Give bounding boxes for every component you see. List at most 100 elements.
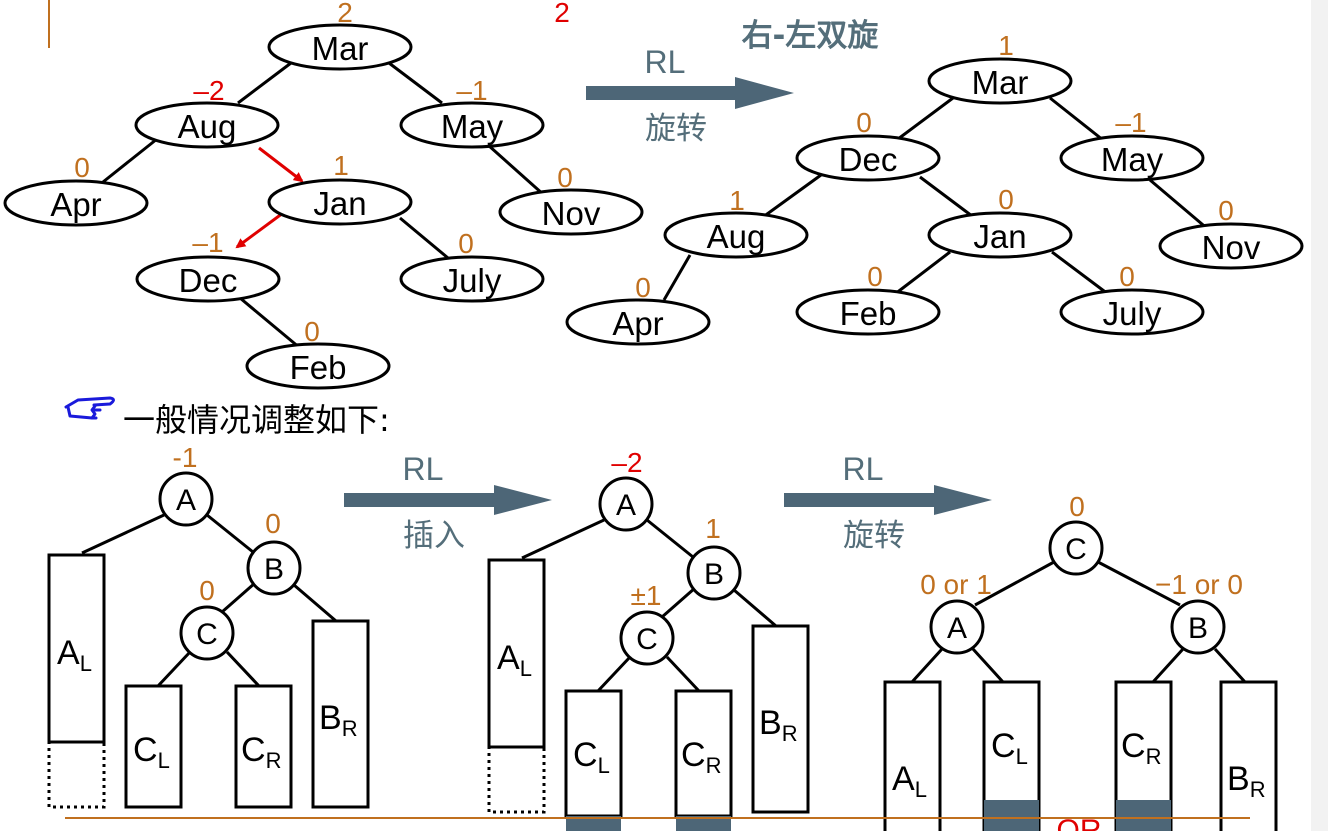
balance-july: 0 (1119, 261, 1135, 292)
edge-c-a (974, 560, 1055, 607)
subtree-br-box (1219, 680, 1278, 831)
big-arrow-shape (344, 485, 552, 515)
subtree-label-al: AL (892, 760, 927, 802)
edge-b-br (1213, 647, 1247, 684)
edge-c-cr (665, 655, 701, 693)
edge-dec-jan (919, 175, 973, 218)
node-feb (245, 342, 391, 390)
edge-mar-aug (237, 61, 292, 105)
page-edge-strip (1311, 0, 1328, 831)
node-label-b: B (704, 558, 724, 591)
balance-dec: 0 (856, 107, 872, 138)
subtree-label-cr: CR (1121, 727, 1161, 769)
general-heading-text: 一般情况调整如下: (123, 401, 390, 439)
node-c (179, 605, 235, 661)
balance-jan: 1 (333, 150, 349, 181)
edge-jan-july (399, 216, 449, 260)
arrow-caption-insert: 插入 (403, 518, 465, 554)
subtree-label-al: AL (57, 634, 92, 676)
node-jan (927, 211, 1073, 259)
subtree-cl-box (124, 684, 183, 809)
node-label-jan: Jan (973, 218, 1026, 255)
subtree-br-box (751, 624, 810, 814)
subtree-label-cr: CR (241, 731, 281, 773)
node-b (246, 540, 302, 596)
balance-mar: 2 (337, 0, 353, 28)
arrow-label-rl: RL (403, 451, 444, 487)
subtree-label-cl: CL (573, 736, 610, 778)
edge-c-cl (596, 655, 632, 693)
node-label-nov: Nov (1202, 229, 1261, 266)
edge-a-cl (971, 647, 1005, 684)
node-mar (927, 57, 1073, 105)
balance-july: 0 (458, 228, 474, 259)
node-aug (663, 211, 809, 259)
edge-a-b (646, 518, 694, 559)
or-label: OR (1057, 814, 1102, 831)
subtree-al-box (487, 558, 546, 749)
node-mar (267, 23, 413, 71)
edge-b-cr (1151, 647, 1185, 684)
balance-mar: 1 (998, 30, 1014, 61)
node-apr (3, 179, 149, 227)
node-label-july: July (443, 262, 502, 299)
subtree-label-cl: CL (991, 727, 1028, 769)
edge-mar-may (1049, 96, 1104, 142)
general-inserted-tree: A B C –2 1 ±1 AL CL CR BR (487, 447, 810, 831)
balance-apr: 0 (635, 272, 651, 303)
general-after-tree: C A B 0 0 or 1 −1 or 0 AL CL CR BR OR (883, 491, 1278, 831)
pointing-hand-icon (64, 396, 115, 420)
edge-b-br (733, 588, 777, 628)
edge-aug-apr (102, 137, 158, 184)
node-label-a: A (176, 484, 196, 517)
edge-b-c (221, 581, 256, 614)
node-feb (795, 288, 941, 336)
top-right-tree: Mar Dec May Aug Jan Nov Apr Feb July 1 0… (565, 30, 1304, 346)
edge-c-cl (156, 650, 192, 688)
balance-aug: –2 (193, 75, 224, 106)
node-b (686, 545, 742, 601)
general-before-tree: A B C -1 0 0 AL CL CR BR (47, 442, 370, 809)
edge-a-b (206, 513, 254, 554)
node-label-mar: Mar (972, 64, 1029, 101)
node-label-aug: Aug (707, 218, 766, 255)
node-label-may: May (1101, 141, 1164, 178)
edge-a-al (910, 647, 944, 684)
possible-level-cl (984, 800, 1039, 831)
edge-may-nov (487, 143, 545, 197)
node-a (158, 471, 214, 527)
node-label-feb: Feb (840, 295, 897, 332)
node-july (1059, 288, 1205, 336)
balance-a: –2 (611, 447, 642, 478)
balance-c: 0 (1069, 491, 1085, 522)
balance-may: –1 (456, 75, 487, 106)
edge-a-al (81, 513, 165, 555)
edge-jan-july (1051, 250, 1109, 296)
node-label-c: C (196, 618, 218, 651)
balance-feb: 0 (867, 261, 883, 292)
edge-mar-may (388, 61, 443, 105)
red-marker: 2 (554, 0, 570, 28)
balance-a: -1 (173, 442, 198, 473)
node-b (1170, 599, 1226, 655)
big-arrow-shape (586, 77, 794, 109)
subtree-al-box (883, 680, 942, 831)
node-c (1048, 520, 1104, 576)
balance-c: 0 (199, 575, 215, 606)
balance-jan: 0 (998, 184, 1014, 215)
node-nov (498, 188, 644, 236)
node-a (929, 599, 985, 655)
node-label-c: C (1065, 533, 1087, 566)
top-rotation-arrow: RL 旋转 右-左双旋 (586, 18, 878, 147)
node-aug (134, 101, 280, 149)
node-may (399, 101, 545, 149)
arrow-label-rl: RL (645, 44, 686, 80)
balance-nov: 0 (557, 162, 573, 193)
node-label-nov: Nov (542, 195, 601, 232)
edge-c-cr (225, 650, 261, 688)
node-may (1059, 134, 1205, 182)
arrow-caption-rotate: 旋转 (645, 111, 707, 147)
subtree-label-al: AL (497, 639, 532, 681)
rotate-arrow-bottom: RL 旋转 (784, 451, 992, 554)
node-jan (267, 178, 413, 226)
